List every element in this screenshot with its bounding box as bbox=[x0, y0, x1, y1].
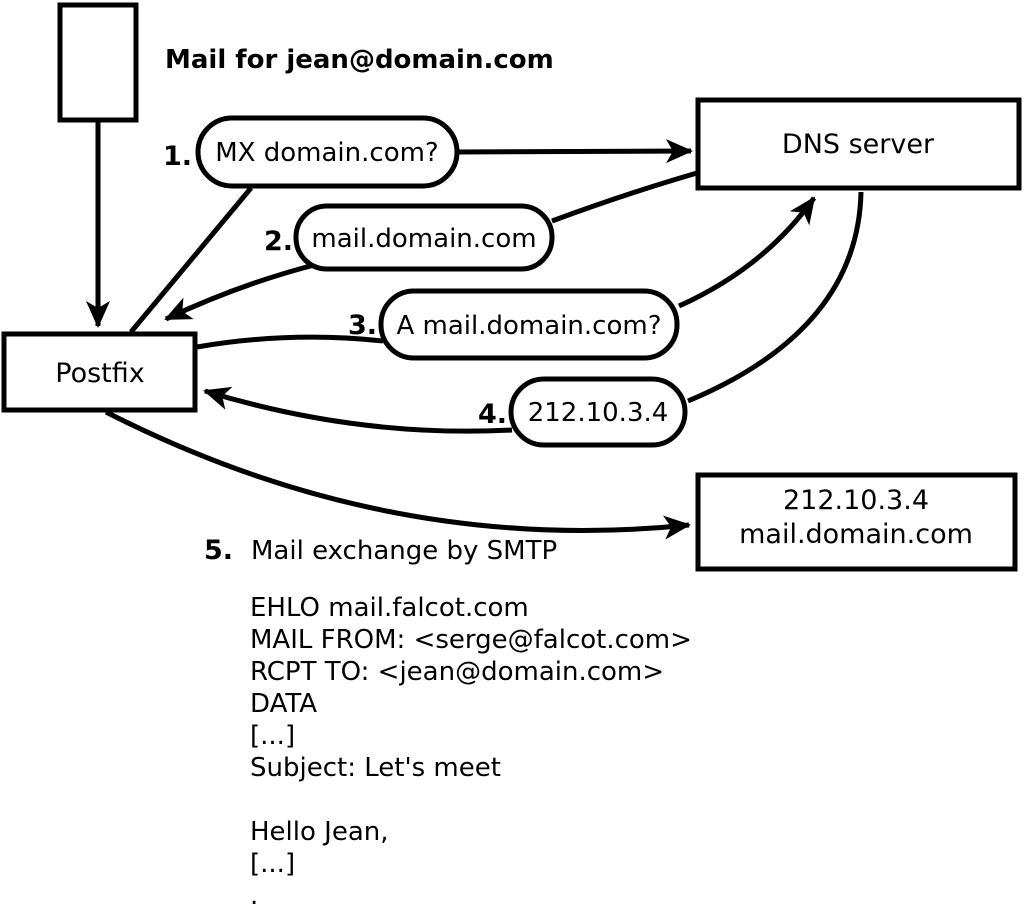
edge-dns-to-answer4 bbox=[687, 191, 864, 404]
bubble-answer-mx-label: mail.domain.com bbox=[311, 224, 536, 254]
bubble-query-mx-label: MX domain.com? bbox=[215, 138, 438, 168]
dns-server-node bbox=[695, 97, 1022, 191]
smtp-transcript: EHLO mail.falcot.com MAIL FROM: <serge@f… bbox=[250, 593, 692, 911]
mail-message-icon bbox=[57, 2, 139, 123]
postfix-node-label: Postfix bbox=[55, 358, 144, 389]
step3-number: 3. bbox=[348, 310, 377, 341]
edge-postfix-to-query3 bbox=[196, 334, 384, 350]
step5-number: 5. bbox=[204, 535, 233, 566]
step2-number: 2. bbox=[264, 226, 293, 257]
bubble-query-mx bbox=[195, 115, 460, 189]
bubble-answer-a-label: 212.10.3.4 bbox=[528, 398, 669, 428]
step5-label: Mail exchange by SMTP bbox=[251, 536, 557, 566]
edge-postfix-to-mailserver-smtp bbox=[104, 409, 691, 540]
edge-answer4-to-postfix bbox=[203, 386, 513, 434]
mailserver-node bbox=[695, 472, 1018, 572]
bubble-answer-a bbox=[508, 376, 688, 448]
edge-query1-to-dns bbox=[456, 139, 693, 164]
step1-number: 1. bbox=[163, 141, 192, 172]
mailserver-node-ip: 212.10.3.4 bbox=[783, 485, 929, 516]
diagram-title: Mail for jean@domain.com bbox=[165, 45, 554, 75]
postfix-node bbox=[1, 331, 198, 413]
bubble-query-a-label: A mail.domain.com? bbox=[397, 311, 662, 341]
bubble-answer-mx bbox=[293, 203, 555, 272]
dns-server-node-label: DNS server bbox=[782, 129, 935, 160]
edge-dns-to-answer2 bbox=[551, 170, 698, 224]
edge-query3-to-dns bbox=[677, 196, 817, 309]
edge-postfix-to-query1 bbox=[129, 186, 253, 334]
step4-number: 4. bbox=[478, 399, 507, 430]
mailserver-node-hostname: mail.domain.com bbox=[739, 519, 973, 550]
edge-answer2-to-postfix bbox=[164, 261, 319, 322]
bubble-query-a bbox=[378, 288, 680, 361]
